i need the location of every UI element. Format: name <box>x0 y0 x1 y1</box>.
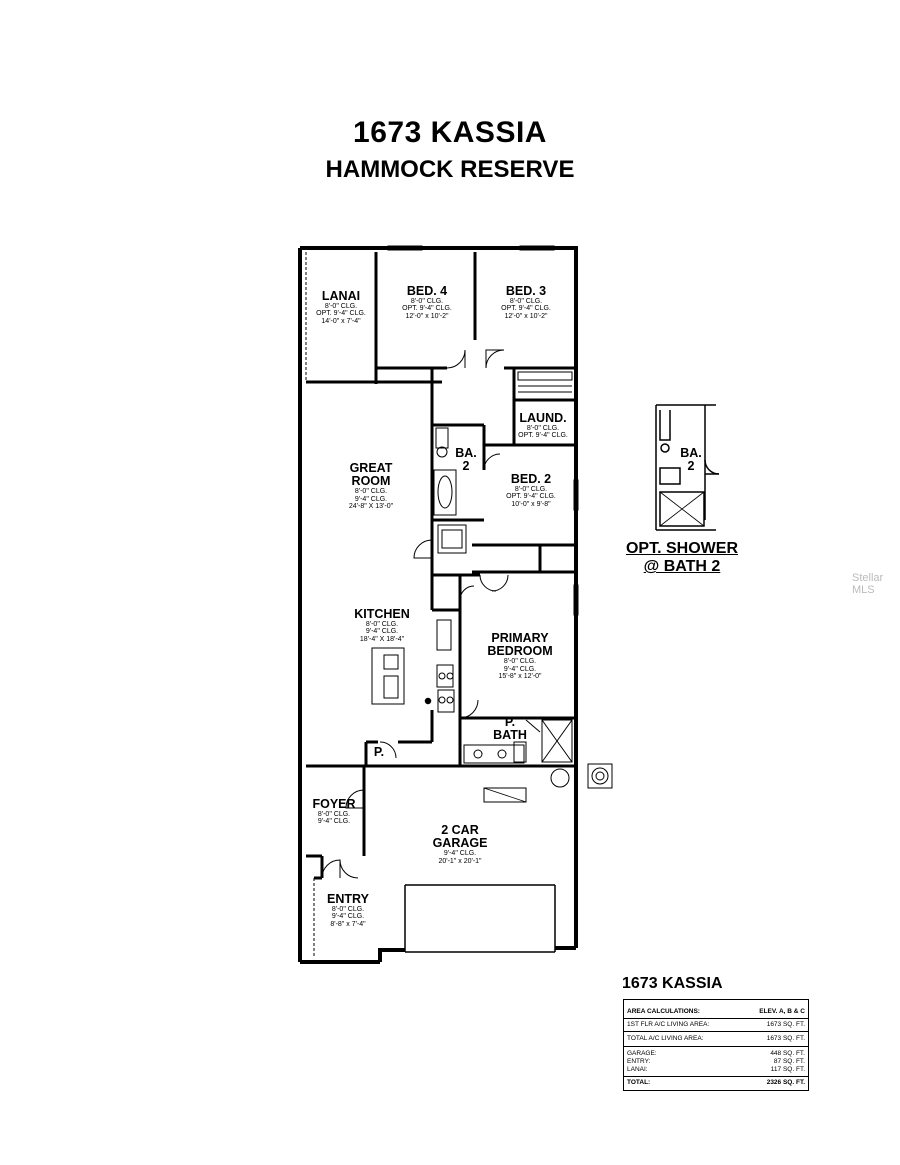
garage-door <box>404 884 576 953</box>
interior-walls <box>306 252 576 880</box>
option-bath-2-label: BA. 2 <box>680 446 702 474</box>
room-kitchen: KITCHEN 8'-0" CLG. 9'-4" CLG. 18'-4" X 1… <box>354 607 410 643</box>
optional-shower-caption: OPT. SHOWER @ BATH 2 <box>625 540 738 576</box>
area-row: TOTAL A/C LIVING AREA:1673 SQ. FT. <box>627 1035 805 1042</box>
room-lanai: LANAI 8'-0" CLG. OPT. 9'-4" CLG. 14'-0" … <box>316 289 366 325</box>
mechanical <box>550 763 613 789</box>
plan-title: 1673 KASSIA <box>353 116 547 149</box>
primary-bath-fixtures <box>463 719 573 764</box>
room-bed-2: BED. 2 8'-0" CLG. OPT. 9'-4" CLG. 10'-0"… <box>506 472 556 508</box>
optional-shower-detail <box>655 404 720 531</box>
room-pantry: P. <box>373 745 385 759</box>
room-primary-bath: P. BATH <box>493 715 527 743</box>
area-row-total: TOTAL:2326 SQ. FT. <box>627 1079 805 1086</box>
area-calculation-table: AREA CALCULATIONS: ELEV. A, B & C 1ST FL… <box>623 999 809 1091</box>
kitchen-fixtures <box>371 619 455 713</box>
door-swings <box>321 349 509 879</box>
watermark: Stellar MLS <box>852 572 884 596</box>
area-table-header: AREA CALCULATIONS: ELEV. A, B & C <box>627 1008 805 1015</box>
room-primary-bedroom: PRIMARY BEDROOM 8'-0" CLG. 9'-4" CLG. 15… <box>487 631 553 680</box>
room-bed-4: BED. 4 8'-0" CLG. OPT. 9'-4" CLG. 12'-0"… <box>402 284 452 320</box>
exterior-walls <box>298 246 578 964</box>
attic-access <box>483 787 527 803</box>
area-row: GARAGE:448 SQ. FT. <box>627 1050 805 1057</box>
area-row: ENTRY:87 SQ. FT. <box>627 1058 805 1065</box>
area-table-title: 1673 KASSIA <box>622 975 723 992</box>
room-bed-3: BED. 3 8'-0" CLG. OPT. 9'-4" CLG. 12'-0"… <box>501 284 551 320</box>
bath2-fixtures <box>433 427 467 554</box>
plan-subtitle: HAMMOCK RESERVE <box>325 156 575 183</box>
room-garage: 2 CAR GARAGE 9'-4" CLG. 20'-1" x 20'-1" <box>432 823 488 865</box>
windows <box>387 245 579 616</box>
laundry-appliances <box>517 371 573 393</box>
room-entry: ENTRY 8'-0" CLG. 9'-4" CLG. 8'-8" x 7'-4… <box>327 892 369 928</box>
area-row: 1ST FLR A/C LIVING AREA:1673 SQ. FT. <box>627 1021 805 1028</box>
room-bath-2: BA. 2 <box>455 446 477 474</box>
area-row: LANAI:117 SQ. FT. <box>627 1066 805 1073</box>
room-foyer: FOYER 8'-0" CLG. 9'-4" CLG. <box>312 797 356 826</box>
room-laundry: LAUND. 8'-0" CLG. OPT. 9'-4" CLG. <box>518 411 568 440</box>
kitchen-point <box>424 697 432 705</box>
room-great-room: GREAT ROOM 8'-0" CLG. 9'-4" CLG. 24'-8" … <box>348 461 394 510</box>
